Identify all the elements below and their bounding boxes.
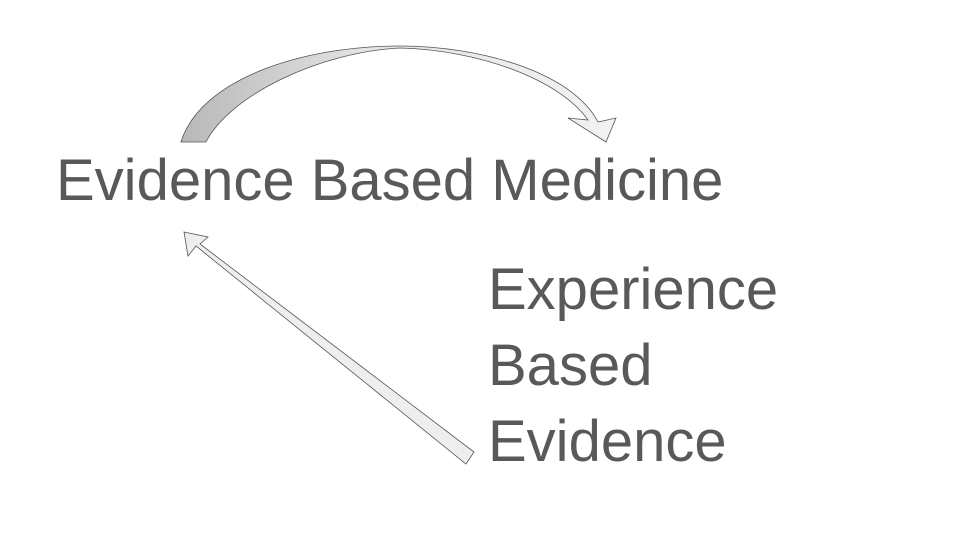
- main-heading: Evidence Based Medicine: [56, 148, 724, 213]
- stack-line-based: Based: [488, 333, 653, 398]
- straight-arrow-icon: [183, 231, 475, 465]
- stack-line-evidence: Evidence: [488, 409, 727, 474]
- stack-line-experience: Experience: [488, 257, 779, 322]
- stacked-text: Experience Based Evidence: [488, 252, 778, 480]
- curved-arrow-icon: [180, 45, 617, 143]
